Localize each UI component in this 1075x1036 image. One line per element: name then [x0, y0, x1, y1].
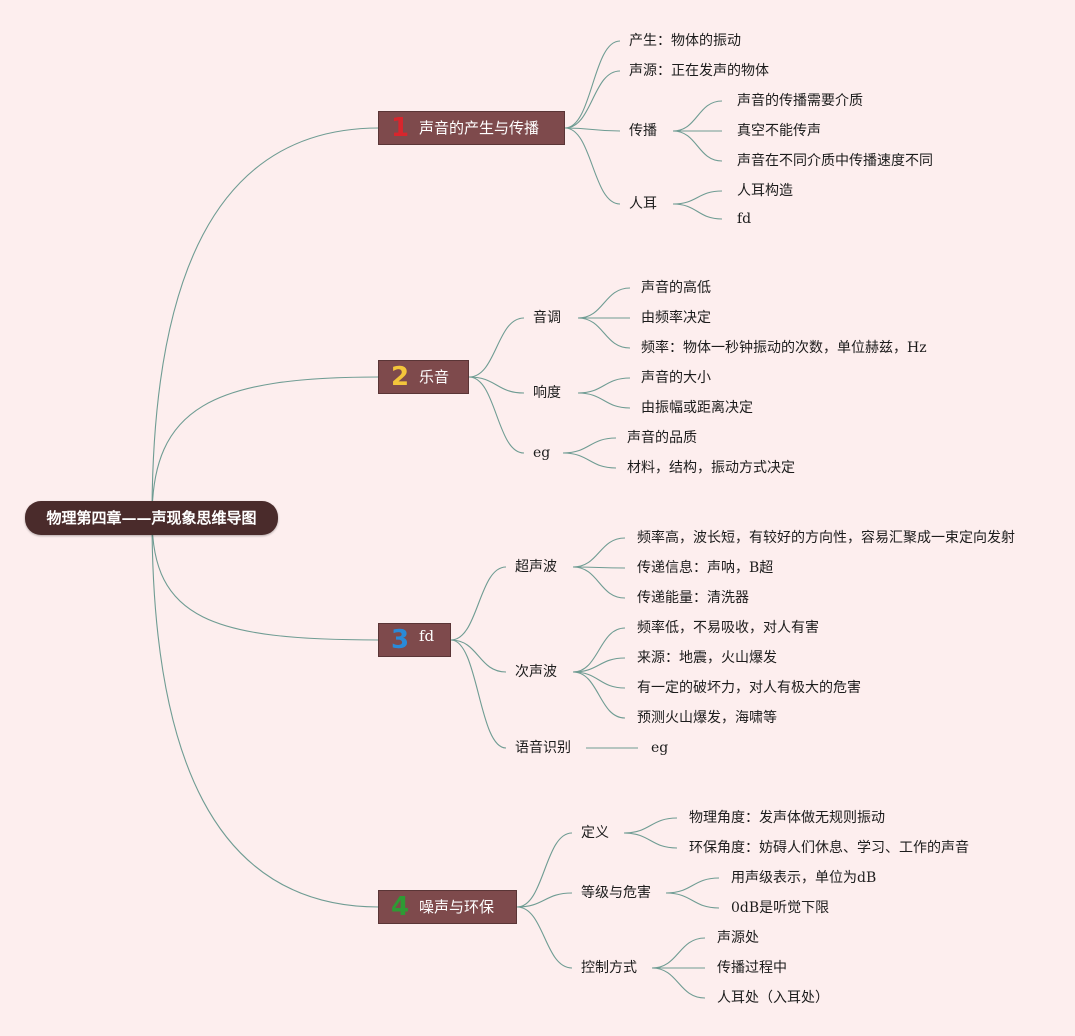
b3-sub-1-leaf-3[interactable]: 传递能量：清洗器: [637, 590, 749, 606]
root-to-branch-4-line: [151, 517, 380, 908]
b2-sub-2-leaf-1-line: [577, 377, 631, 394]
b1-sub-3[interactable]: 传播: [629, 123, 657, 139]
b4-sub-3-leaf-2[interactable]: 传播过程中: [717, 960, 787, 976]
branch-3-number: 3: [391, 625, 410, 655]
b4-sub-3-leaf-3[interactable]: 人耳处（入耳处）: [717, 990, 829, 1006]
root-to-branch-2-line: [151, 376, 380, 519]
b1-sub-3-line: [564, 127, 621, 132]
b2-sub-3-leaf-2[interactable]: 材料，结构，振动方式决定: [627, 460, 795, 476]
b3-sub-1-line: [450, 566, 507, 641]
branch-2-number: 2: [391, 362, 410, 392]
b4-sub-1[interactable]: 定义: [581, 825, 609, 841]
b3-sub-2-leaf-3[interactable]: 有一定的破坏力，对人有极大的危害: [637, 680, 861, 696]
root-node[interactable]: 物理第四章——声现象思维导图: [25, 501, 278, 535]
b4-sub-2-leaf-1-line: [665, 877, 720, 894]
b4-sub-1-line: [516, 832, 573, 908]
b3-sub-2-leaf-2-line: [572, 657, 626, 673]
b2-sub-2-leaf-2-line: [577, 392, 631, 409]
b2-sub-3[interactable]: eg: [533, 445, 551, 461]
b2-sub-2-leaf-2[interactable]: 由振幅或距离决定: [641, 400, 753, 416]
branch-4-number: 4: [391, 892, 410, 922]
b2-sub-3-leaf-1[interactable]: 声音的品质: [627, 430, 697, 446]
b1-sub-3-leaf-3-line: [672, 130, 723, 162]
b3-sub-2-line: [450, 639, 507, 673]
b4-sub-3-leaf-1-line: [651, 937, 706, 969]
b4-sub-3-leaf-3-line: [651, 967, 706, 999]
b3-sub-3[interactable]: 语音识别: [515, 740, 571, 756]
b1-sub-3-leaf-2[interactable]: 真空不能传声: [737, 123, 821, 139]
b1-sub-3-leaf-3[interactable]: 声音在不同介质中传播速度不同: [737, 153, 933, 169]
b1-sub-3-leaf-1-line: [672, 100, 723, 132]
b3-sub-1[interactable]: 超声波: [515, 559, 557, 575]
branch-1-label: 声音的产生与传播: [419, 119, 540, 137]
b4-sub-3[interactable]: 控制方式: [581, 960, 637, 976]
branch-4-label: 噪声与环保: [419, 898, 495, 916]
branch-3-node[interactable]: 3 fd: [378, 623, 451, 657]
b1-sub-2[interactable]: 声源：正在发声的物体: [629, 63, 769, 79]
b1-sub-3-leaf-1[interactable]: 声音的传播需要介质: [737, 93, 863, 109]
b4-sub-2-line: [516, 892, 573, 908]
b3-sub-2-leaf-1[interactable]: 频率低，不易吸收，对人有害: [637, 620, 819, 636]
root-to-branch-1-line: [151, 127, 380, 519]
b1-sub-4-leaf-1-line: [672, 190, 723, 205]
b2-sub-1[interactable]: 音调: [533, 310, 561, 326]
b2-sub-1-leaf-3[interactable]: 频率：物体一秒钟振动的次数，单位赫兹，Hz: [641, 340, 927, 356]
b4-sub-1-leaf-1-line: [623, 817, 678, 834]
b3-sub-3-leaf-1[interactable]: eg: [651, 740, 669, 756]
b3-sub-2-leaf-4[interactable]: 预测火山爆发，海啸等: [637, 710, 777, 726]
b4-sub-2-leaf-1[interactable]: 用声级表示，单位为dB: [731, 870, 877, 886]
b2-sub-1-leaf-3-line: [577, 317, 631, 349]
b4-sub-3-line: [516, 906, 573, 969]
b3-sub-2-leaf-1-line: [572, 627, 626, 673]
b4-sub-1-leaf-1[interactable]: 物理角度：发声体做无规则振动: [689, 810, 885, 826]
b1-sub-4-line: [564, 127, 621, 205]
b2-sub-1-leaf-1-line: [577, 287, 631, 319]
b2-sub-2[interactable]: 响度: [533, 385, 561, 401]
b4-sub-1-leaf-2-line: [623, 832, 678, 849]
b3-sub-1-leaf-2[interactable]: 传递信息：声呐，B超: [637, 560, 774, 576]
b3-sub-1-leaf-3-line: [572, 566, 626, 599]
b2-sub-1-line: [468, 317, 525, 378]
b4-sub-2[interactable]: 等级与危害: [581, 885, 651, 901]
b4-sub-2-leaf-2-line: [665, 892, 720, 909]
b4-sub-1-leaf-2[interactable]: 环保角度：妨碍人们休息、学习、工作的声音: [689, 840, 969, 856]
b3-sub-1-leaf-1[interactable]: 频率高，波长短，有较好的方向性，容易汇聚成一束定向发射: [637, 530, 1015, 546]
b1-sub-4-leaf-1[interactable]: 人耳构造: [737, 183, 793, 199]
b1-sub-4-leaf-2-line: [672, 203, 723, 220]
b2-sub-1-leaf-1[interactable]: 声音的高低: [641, 280, 711, 296]
b2-sub-3-leaf-2-line: [562, 452, 617, 469]
root-to-branch-3-line: [151, 517, 380, 641]
b2-sub-2-line: [468, 376, 525, 394]
b3-sub-2-leaf-2[interactable]: 来源：地震，火山爆发: [637, 650, 777, 666]
b3-sub-2[interactable]: 次声波: [515, 664, 557, 680]
branch-1-number: 1: [391, 113, 410, 143]
b3-sub-2-leaf-4-line: [572, 671, 626, 719]
b2-sub-3-line: [468, 376, 525, 454]
b3-sub-3-line: [450, 639, 507, 749]
b1-sub-1[interactable]: 产生：物体的振动: [629, 33, 741, 49]
b4-sub-3-leaf-1[interactable]: 声源处: [717, 930, 759, 946]
b3-sub-2-leaf-3-line: [572, 671, 626, 689]
b3-sub-1-leaf-1-line: [572, 537, 626, 568]
b1-sub-1-line: [564, 40, 621, 129]
branch-3-label: fd: [419, 627, 435, 645]
b2-sub-3-leaf-1-line: [562, 437, 617, 454]
b1-sub-4-leaf-2[interactable]: fd: [737, 211, 752, 227]
branch-2-node[interactable]: 2 乐音: [378, 360, 469, 394]
b4-sub-2-leaf-2[interactable]: 0dB是听觉下限: [731, 900, 830, 916]
branch-1-node[interactable]: 1 声音的产生与传播: [378, 111, 565, 145]
b2-sub-1-leaf-2[interactable]: 由频率决定: [641, 310, 711, 326]
branch-4-node[interactable]: 4 噪声与环保: [378, 890, 517, 924]
b1-sub-2-line: [564, 70, 621, 129]
b1-sub-4[interactable]: 人耳: [629, 196, 657, 212]
branch-2-label: 乐音: [419, 368, 450, 386]
b2-sub-2-leaf-1[interactable]: 声音的大小: [641, 370, 711, 386]
